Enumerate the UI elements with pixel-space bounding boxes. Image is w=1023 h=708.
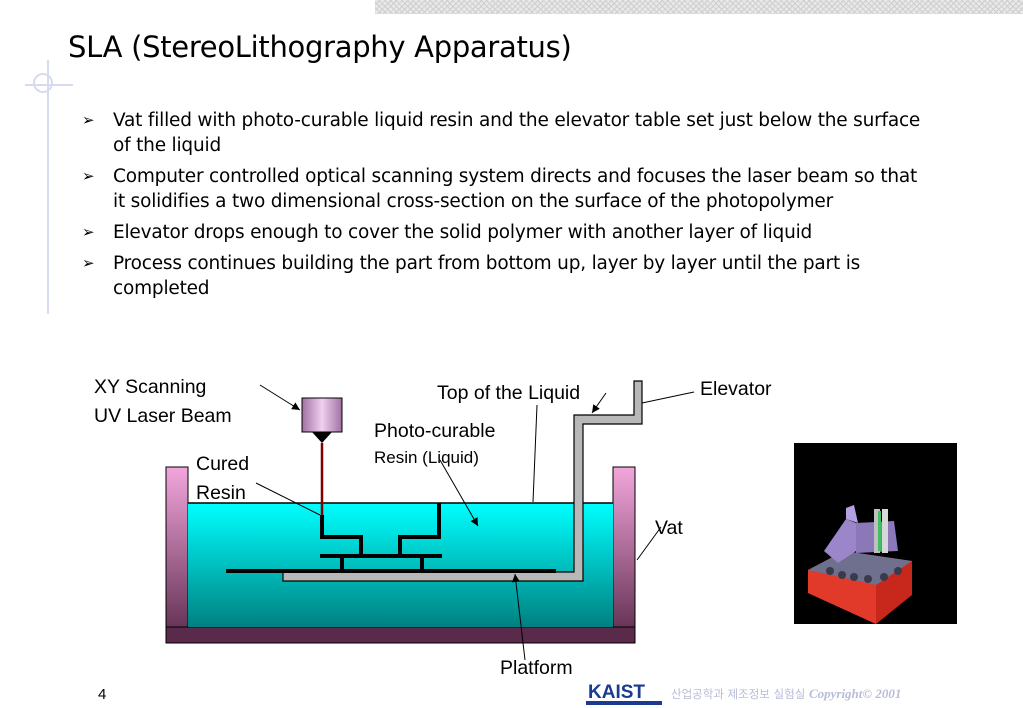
leader-top-liquid: [532, 404, 538, 503]
elevator-arm: [282, 380, 643, 582]
page-number: 4: [98, 686, 107, 703]
vat-left-wall: [165, 466, 189, 644]
liquid-resin: [188, 503, 613, 627]
cured-part: [226, 503, 556, 573]
header-pattern-band: [375, 0, 1023, 14]
arrow-bullet-icon: ➢: [82, 167, 95, 185]
bullet-item: ➢ Vat filled with photo-curable liquid r…: [82, 108, 932, 158]
kaist-logo-underline: [586, 701, 662, 705]
label-resin: Resin: [196, 482, 246, 504]
bullet-text: Computer controlled optical scanning sys…: [113, 166, 918, 212]
label-resin-liquid: Resin (Liquid): [374, 448, 479, 467]
bullet-text: Process continues building the part from…: [113, 253, 861, 299]
kaist-logo: KAIST: [588, 682, 645, 703]
bullet-text: Elevator drops enough to cover the solid…: [113, 222, 813, 243]
leader-elevator: [641, 391, 695, 404]
leader-platform: [511, 573, 526, 661]
render-illustration: [808, 505, 912, 624]
arrow-bullet-icon: ➢: [82, 223, 95, 241]
label-xy-scanning: XY Scanning: [94, 376, 207, 398]
decorative-circle: [33, 73, 53, 93]
slide-title: SLA (StereoLithography Apparatus): [68, 30, 572, 64]
leader-elevator-top: [591, 392, 607, 414]
laser-head: [301, 397, 343, 515]
vat-bottom: [165, 626, 636, 644]
label-vat: Vat: [655, 517, 683, 539]
bullet-list: ➢ Vat filled with photo-curable liquid r…: [82, 108, 932, 307]
label-cured: Cured: [196, 453, 250, 475]
leader-photo-resin: [439, 459, 479, 527]
leader-cured-resin: [255, 482, 321, 516]
label-top-of-liquid: Top of the Liquid: [437, 382, 581, 404]
label-uv-laser-beam: UV Laser Beam: [94, 405, 232, 427]
label-platform: Platform: [500, 657, 573, 679]
arrow-bullet-icon: ➢: [82, 111, 95, 129]
sla-part-render-image: [794, 443, 957, 624]
bullet-item: ➢ Computer controlled optical scanning s…: [82, 164, 932, 214]
decorative-vertical-line: [47, 60, 49, 314]
bullet-text: Vat filled with photo-curable liquid res…: [113, 110, 921, 156]
vat-right-wall: [612, 466, 636, 644]
footer-text: 산업공학과 제조정보 실험실 Copyright© 2001: [671, 686, 901, 702]
arrow-bullet-icon: ➢: [82, 254, 95, 272]
footer-copyright: Copyright© 2001: [808, 686, 902, 701]
bullet-item: ➢ Process continues building the part fr…: [82, 251, 932, 301]
leader-laser: [259, 384, 301, 411]
footer-department: 산업공학과 제조정보 실험실: [671, 687, 806, 701]
label-photo-curable: Photo-curable: [374, 420, 496, 442]
label-elevator: Elevator: [700, 378, 772, 400]
bullet-item: ➢ Elevator drops enough to cover the sol…: [82, 220, 932, 245]
